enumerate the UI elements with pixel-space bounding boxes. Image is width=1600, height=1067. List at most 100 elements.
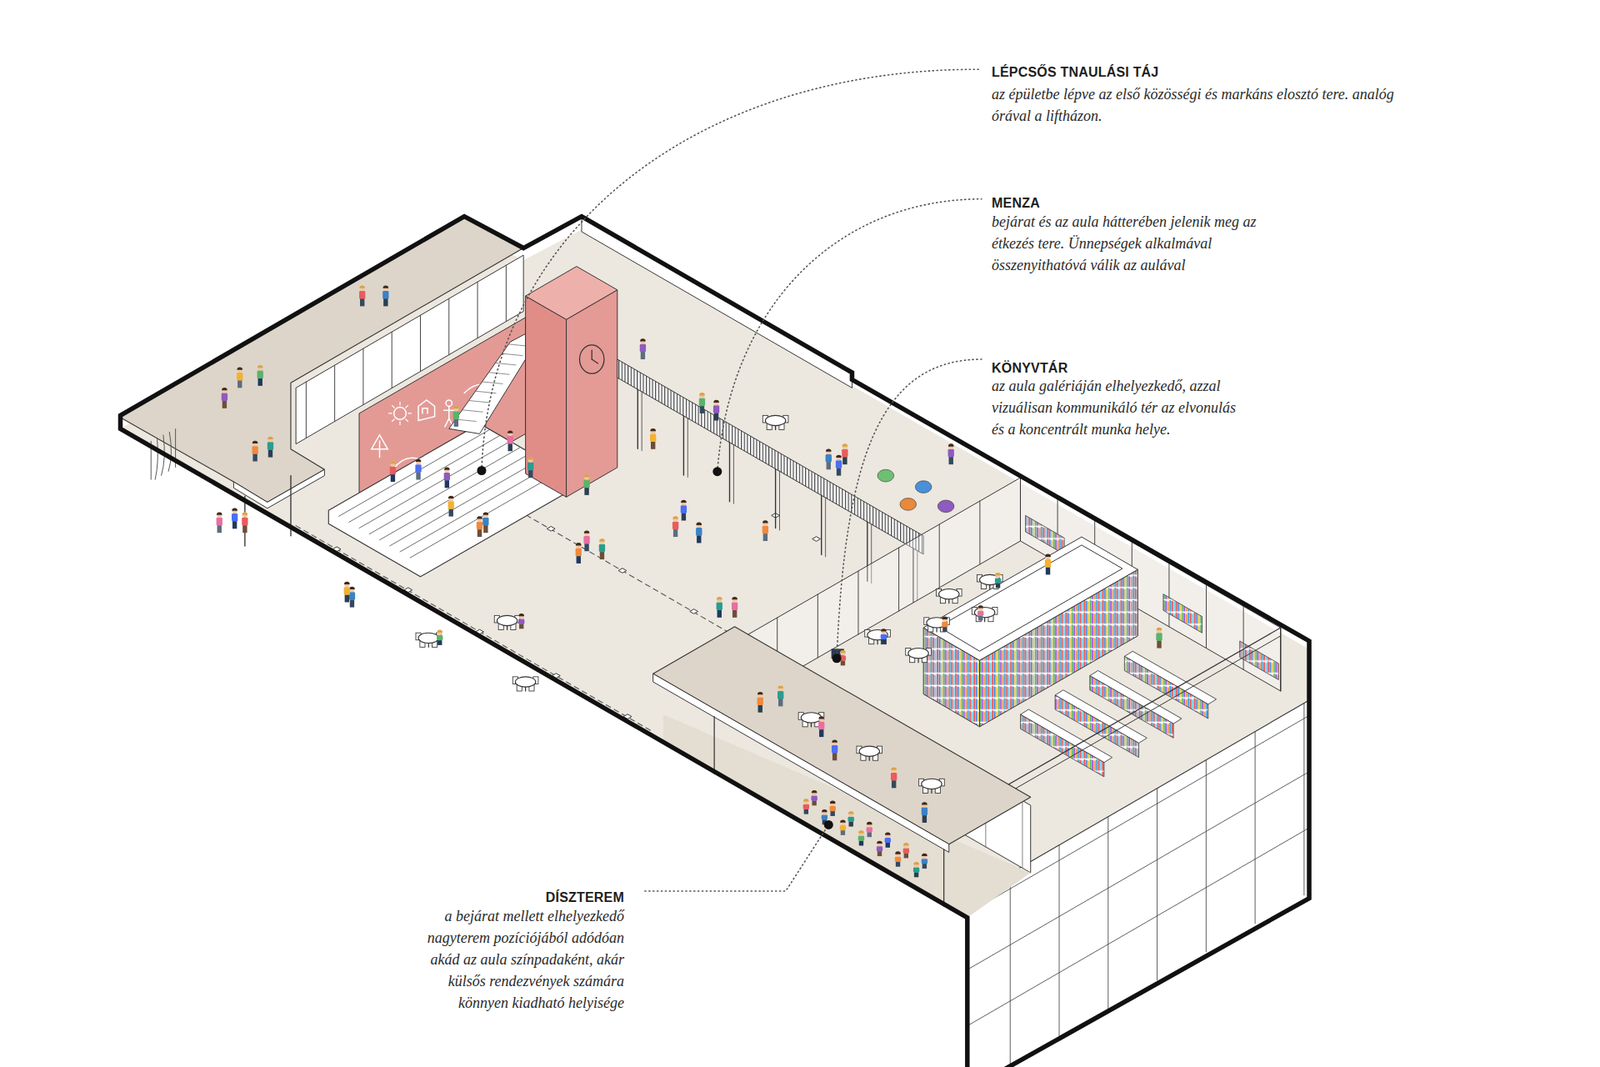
- person-legs: [576, 555, 581, 564]
- person-hair: [803, 798, 810, 801]
- person-body: [913, 866, 920, 872]
- person-head: [830, 800, 835, 806]
- person-figure: [941, 616, 948, 632]
- person-body: [640, 344, 646, 353]
- person-body: [977, 610, 984, 616]
- lower-block-face: [967, 700, 1310, 1067]
- person-figure: [476, 515, 483, 537]
- person-head: [1045, 554, 1050, 560]
- person-hair: [584, 530, 590, 533]
- person-head: [444, 467, 450, 473]
- person-hair: [267, 436, 274, 440]
- person-hair: [895, 850, 901, 854]
- person-body: [830, 805, 836, 811]
- person-body: [876, 845, 883, 851]
- person-legs: [415, 471, 420, 480]
- person-legs: [696, 535, 701, 543]
- person-hair: [383, 285, 390, 289]
- window-mullion: [334, 365, 335, 421]
- person-head: [757, 691, 763, 697]
- facade-mullion: [1255, 731, 1256, 924]
- person-body: [825, 454, 832, 463]
- person-legs: [842, 456, 847, 465]
- person-head: [1156, 627, 1162, 633]
- person-figure: [699, 392, 705, 414]
- person-legs: [778, 698, 783, 706]
- person-figure: [818, 715, 825, 737]
- person-hair: [507, 430, 514, 433]
- table-group: [865, 630, 891, 645]
- bridge-column: [687, 417, 689, 477]
- facade-mullion: [1010, 873, 1011, 1065]
- library-mullion: [939, 524, 940, 588]
- stair-step: [380, 453, 531, 540]
- person-hair: [518, 613, 525, 616]
- person-hair: [876, 840, 883, 844]
- lift-tower-top: [525, 266, 618, 320]
- library-mullion: [1205, 585, 1207, 649]
- window-mullion: [305, 381, 307, 438]
- person-head: [895, 850, 900, 856]
- person-legs: [360, 298, 365, 306]
- person-figure: [257, 365, 264, 386]
- floor-light: [690, 609, 699, 615]
- person-head: [890, 767, 896, 773]
- gallery-slab-front: [653, 626, 1031, 845]
- person-body: [575, 548, 582, 557]
- person-legs: [700, 405, 705, 414]
- table-top: [765, 415, 785, 425]
- stair-step: [410, 470, 561, 558]
- person-body: [415, 464, 421, 473]
- person-head: [383, 285, 389, 291]
- person-hair: [672, 515, 679, 519]
- library-mullion: [898, 547, 900, 611]
- person-head: [257, 365, 263, 370]
- person-legs: [681, 512, 686, 520]
- person-legs: [840, 660, 845, 665]
- person-figure: [680, 500, 687, 521]
- bridge-column: [779, 470, 780, 530]
- floor-light: [812, 536, 821, 542]
- chalk-ray: [391, 405, 395, 408]
- person-body: [390, 466, 396, 475]
- person-body: [453, 411, 460, 420]
- clock-hand: [591, 359, 598, 364]
- person-hair: [476, 515, 483, 519]
- bridge-column: [825, 497, 826, 557]
- person-legs: [804, 809, 809, 815]
- stair-step: [400, 465, 551, 552]
- person-hair: [1156, 627, 1163, 630]
- person-hair: [584, 474, 590, 477]
- window-mullion: [448, 298, 450, 355]
- chalk-ray: [399, 421, 400, 425]
- person-head: [821, 809, 827, 815]
- person-head: [978, 605, 984, 610]
- person-head: [584, 474, 590, 480]
- library-corner: [1280, 627, 1281, 691]
- person-body: [680, 505, 687, 514]
- floor-dashed-line: [295, 525, 654, 732]
- person-legs: [978, 615, 983, 620]
- heading: LÉPCSŐS TNAULÁSI TÁJ: [991, 64, 1159, 81]
- person-hair: [835, 455, 842, 458]
- person-head: [599, 538, 605, 544]
- chalk-ray: [399, 401, 400, 405]
- bean-bag: [937, 500, 955, 513]
- leader-line: [481, 69, 982, 470]
- person-body: [880, 634, 887, 640]
- person-body: [831, 745, 838, 754]
- person-hair: [731, 596, 738, 600]
- person-head: [880, 628, 886, 634]
- person-head: [811, 790, 817, 795]
- person-head: [575, 542, 581, 548]
- person-hair: [948, 443, 955, 446]
- person-hair: [252, 440, 259, 444]
- clock-face: [580, 345, 605, 374]
- person-body: [359, 290, 365, 300]
- person-hair: [757, 691, 764, 695]
- person-hair: [453, 405, 460, 409]
- person-figure: [890, 766, 897, 788]
- wall-bookshelf: [1163, 594, 1203, 634]
- table-group: [512, 676, 539, 691]
- person-legs: [849, 820, 854, 826]
